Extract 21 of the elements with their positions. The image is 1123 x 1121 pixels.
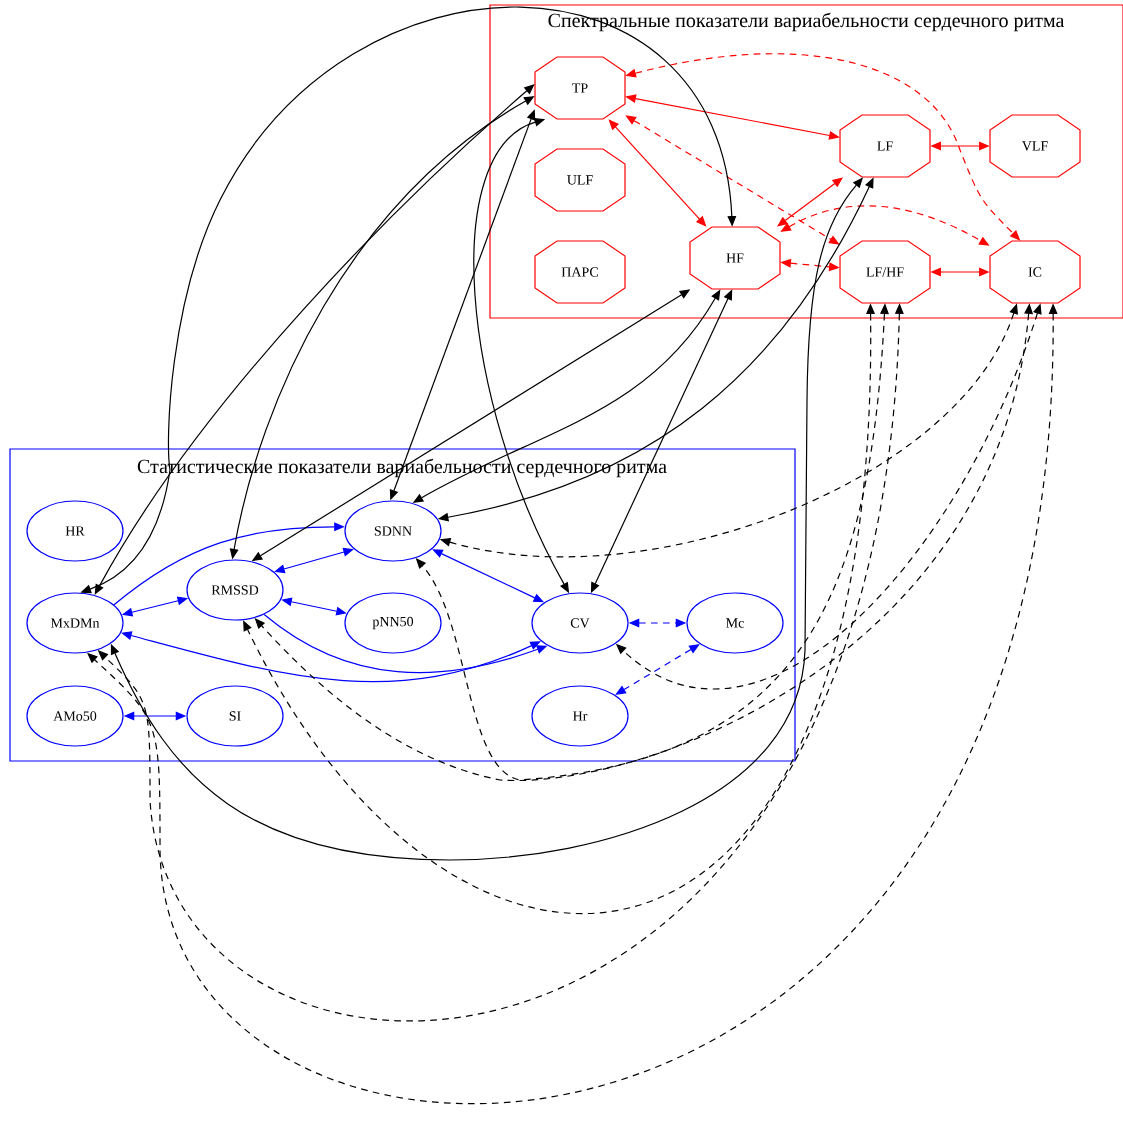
ellipse-node: AMo50 (26, 685, 124, 747)
ellipse-node: CV (531, 592, 629, 654)
octagon-node: IC (989, 240, 1081, 304)
ellipse-node: Mc (686, 592, 784, 654)
octagon-node: TP (534, 56, 626, 120)
ellipse-node: SDNN (344, 500, 442, 562)
ellipse-node: SI (186, 685, 284, 747)
arrow (94, 84, 535, 595)
ellipse-node: HR (26, 500, 124, 562)
ellipse-node: RMSSD (186, 559, 284, 621)
octagon-node: HF (689, 226, 781, 290)
ellipse-node: Hr (531, 685, 629, 747)
octagon-node: ПАРС (534, 240, 626, 304)
octagon-node: LF/HF (839, 240, 931, 304)
octagon-node: ULF (534, 148, 626, 212)
octagon-node: LF (839, 114, 931, 178)
ellipse-node: pNN50 (344, 592, 442, 654)
octagon-node: VLF (989, 114, 1081, 178)
arrow (608, 119, 707, 227)
arrow (615, 644, 700, 695)
ellipse-node: MxDMn (26, 592, 124, 654)
